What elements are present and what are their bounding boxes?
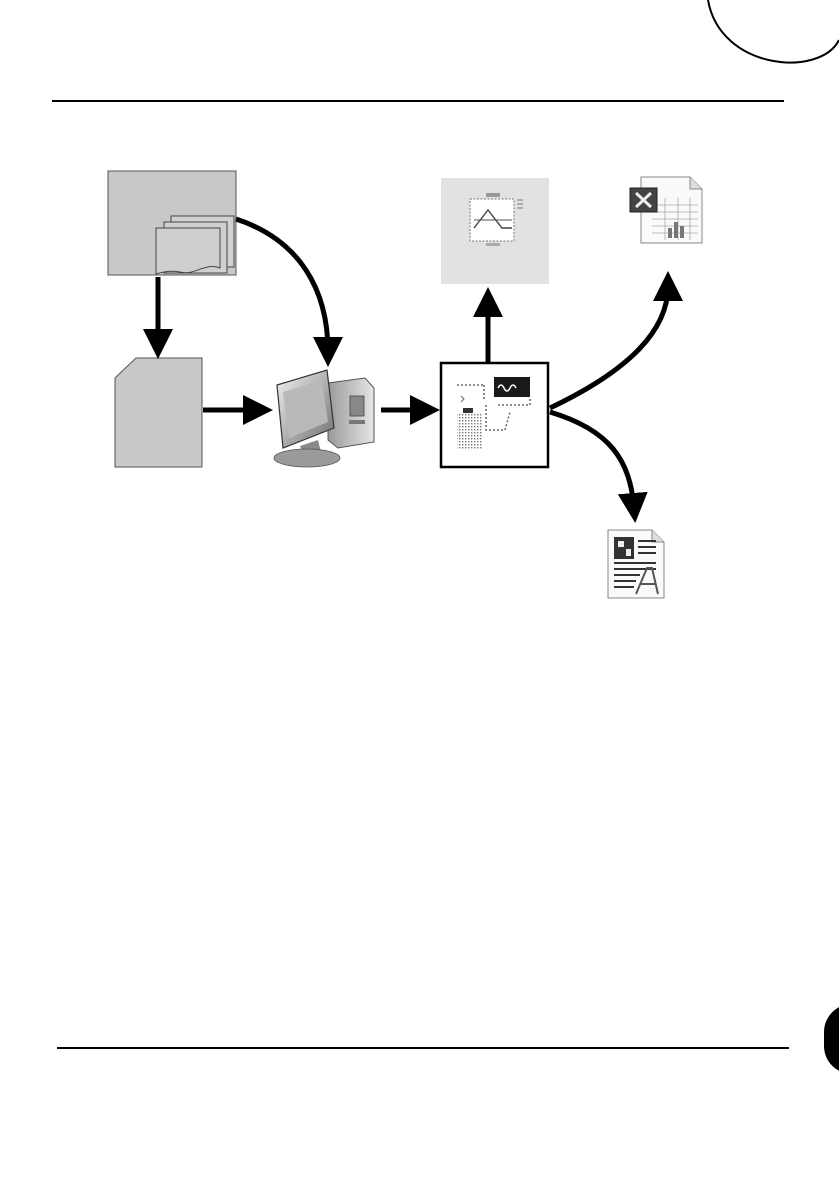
software-window-icon xyxy=(441,363,548,467)
chart-output-icon xyxy=(441,178,549,284)
spreadsheet-file-icon xyxy=(630,177,702,243)
memory-card-icon xyxy=(115,358,202,467)
text-document-icon xyxy=(608,530,664,598)
arrow-software-to-spreadsheet xyxy=(550,286,668,408)
card-reader-icon xyxy=(108,171,236,275)
arrow-software-to-document xyxy=(550,412,634,508)
arrow-reader-to-computer xyxy=(236,219,328,352)
computer-icon xyxy=(274,370,374,467)
